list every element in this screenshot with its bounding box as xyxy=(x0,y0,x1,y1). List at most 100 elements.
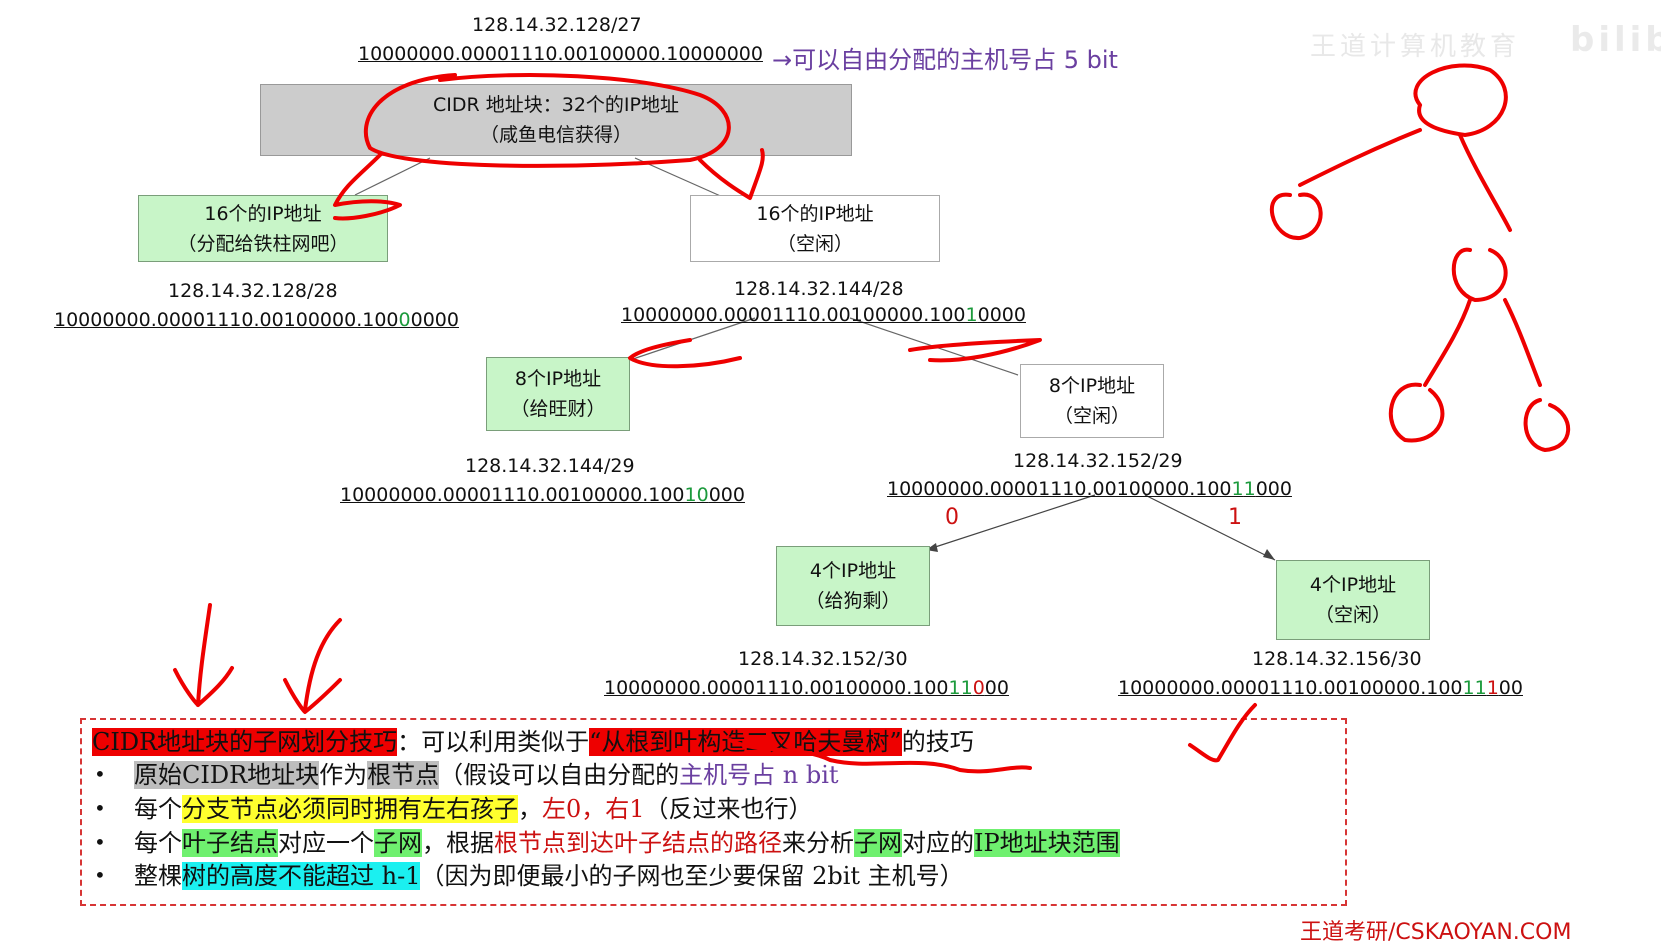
doodle-root-circle xyxy=(1413,63,1508,137)
l3-left-binary-c: 00 xyxy=(984,677,1009,699)
root-binary-prefix: 10000000.00001110.00100000.100 xyxy=(358,43,703,65)
rule-3-mid2: ，根据 xyxy=(422,829,494,857)
left-edge-stroke xyxy=(333,153,402,221)
rule-2-pre: 每个 xyxy=(134,795,182,823)
l2-right-binary-c: 000 xyxy=(1255,478,1292,500)
l1-left-binary-a: 10000000.00001110.00100000.100 xyxy=(54,309,399,331)
rule-1-rest: （假设可以自由分配的 xyxy=(439,761,680,789)
l1-left-binary: 10000000.00001110.00100000.10000000 xyxy=(54,309,459,331)
l2-left-binary-a: 10000000.00001110.00100000.100 xyxy=(340,484,685,506)
right-edge-stroke xyxy=(698,148,765,200)
l1-left-cidr: 128.14.32.128/28 xyxy=(168,280,338,302)
bilibili-logo: bilibili xyxy=(1570,20,1661,60)
l2-right-binary-bit: 1 xyxy=(1243,478,1256,500)
rules-title-mid: ：可以利用类似于 xyxy=(397,728,590,756)
l3-right-binary-b: 11 xyxy=(1462,677,1487,699)
rule-2-comma: ， xyxy=(518,795,542,823)
scribble-stroke xyxy=(728,738,1032,774)
root-node-owner: （咸鱼电信获得） xyxy=(479,124,632,146)
l2-left-node: 8个IP地址 （给旺财） xyxy=(486,357,630,431)
root-circle-stroke xyxy=(363,73,731,168)
l2-right-owner: （空闲） xyxy=(1053,405,1130,427)
rules-title-end: 的技巧 xyxy=(901,728,974,756)
root-node-title: CIDR 地址块：32个的IP地址 xyxy=(433,94,679,116)
root-host-note: →可以自由分配的主机号占 5 bit xyxy=(772,46,1118,74)
l2-left-binary-bit: 0 xyxy=(696,484,709,506)
doodle-mid-circle xyxy=(1451,247,1508,302)
doodle-left-branch xyxy=(1298,128,1422,187)
l2-left-binary-b: 1 xyxy=(684,484,697,506)
arrowhead-l2-right xyxy=(1263,549,1275,560)
down-arrow-2-stroke xyxy=(283,618,342,714)
l3-right-node: 4个IP地址 （空闲） xyxy=(1276,560,1430,640)
l1-right-binary: 10000000.00001110.00100000.10010000 xyxy=(621,304,1026,326)
rule-1: 原始CIDR地址块作为根节点（假设可以自由分配的主机号占 n bit xyxy=(134,758,839,792)
l3-left-binary-bit: 0 xyxy=(972,677,985,699)
l2-right-count: 8个IP地址 xyxy=(1048,375,1136,397)
rule-4-pre: 整棵 xyxy=(134,862,182,890)
rule-3-hl2: 子网 xyxy=(374,829,422,857)
l1-right-owner: （空闲） xyxy=(776,232,853,255)
rules-title-highlight: CIDR地址块的子网划分技巧 xyxy=(92,728,398,756)
l3-right-binary-c: 00 xyxy=(1498,677,1523,699)
doodle-trunk xyxy=(1458,133,1512,232)
rule-1-hl2: 根节点 xyxy=(367,761,440,789)
l2-right-binary: 10000000.00001110.00100000.10011000 xyxy=(887,478,1292,500)
root-binary-host: 00000 xyxy=(702,43,763,65)
l3-right-binary: 10000000.00001110.00100000.10011100 xyxy=(1118,677,1523,699)
l1-right-count: 16个的IP地址 xyxy=(756,202,874,225)
l3-right-binary-a: 10000000.00001110.00100000.100 xyxy=(1118,677,1463,699)
rule-3-hl1: 叶子结点 xyxy=(182,829,278,857)
rule-2-hl: 分支节点必须同时拥有左右孩子 xyxy=(182,795,518,823)
l2-left-binary: 10000000.00001110.00100000.10010000 xyxy=(340,484,745,506)
l2-left-cidr: 128.14.32.144/29 xyxy=(465,455,635,477)
rule-2-rest: （反过来也行） xyxy=(644,795,813,823)
rule-3: 每个叶子结点对应一个子网，根据根节点到达叶子结点的路径来分析子网对应的IP地址块… xyxy=(134,826,1120,860)
root-binary: 10000000.00001110.00100000.10000000 xyxy=(358,43,763,65)
edge-l2-left xyxy=(925,494,1096,551)
l2-left-edge-stroke xyxy=(628,338,742,369)
rule-3-mid3: 来分析 xyxy=(782,829,854,857)
bullet-dot-1: • xyxy=(94,762,106,786)
l3-left-node: 4个IP地址 （给狗剩） xyxy=(776,546,930,626)
rule-1-mid: 作为 xyxy=(319,761,368,789)
doodle-leaf-right xyxy=(1523,398,1571,452)
l3-left-cidr: 128.14.32.152/30 xyxy=(738,648,908,670)
l2-left-count: 8个IP地址 xyxy=(514,368,602,390)
rule-3-hl4: IP地址块范围 xyxy=(974,829,1120,857)
l2-right-binary-a: 10000000.00001110.00100000.100 xyxy=(887,478,1232,500)
bullet-dot-3: • xyxy=(94,830,106,854)
l1-right-node: 16个的IP地址 （空闲） xyxy=(690,195,940,262)
edge-root-left xyxy=(354,157,431,196)
rule-4-hl: 树的高度不能超过 h-1 xyxy=(182,862,421,890)
rule-4-rest: （因为即便最小的子网也至少要保留 2bit 主机号） xyxy=(420,862,964,890)
l1-left-node: 16个的IP地址 （分配给铁柱网吧） xyxy=(138,195,388,262)
doodle-mid-left-branch xyxy=(1423,298,1472,387)
l1-left-count: 16个的IP地址 xyxy=(204,202,322,225)
l3-right-binary-bit: 1 xyxy=(1486,677,1499,699)
l3-right-owner: （空闲） xyxy=(1314,604,1391,626)
l1-left-binary-c: 0000 xyxy=(410,309,459,331)
checkmark-stroke xyxy=(1188,703,1257,763)
rule-3-hl3: 子网 xyxy=(854,829,902,857)
doodle-mid-right-branch xyxy=(1503,298,1542,387)
l1-right-binary-bit: 1 xyxy=(965,304,978,326)
edge-l1-left xyxy=(629,317,756,361)
rule-3-mid4: 对应的 xyxy=(902,829,974,857)
l3-left-owner: （给狗剩） xyxy=(805,590,901,612)
rules-title: CIDR地址块的子网划分技巧：可以利用类似于“从根到叶构造二叉哈夫曼树”的技巧 xyxy=(92,725,974,759)
l1-left-owner: （分配给铁柱网吧） xyxy=(177,232,349,255)
l3-left-binary: 10000000.00001110.00100000.10011000 xyxy=(604,677,1009,699)
l2-right-cidr: 128.14.32.152/29 xyxy=(1013,450,1183,472)
rule-4: 整棵树的高度不能超过 h-1（因为即便最小的子网也至少要保留 2bit 主机号） xyxy=(134,859,964,893)
rule-3-red: 根节点到达叶子结点的路径 xyxy=(494,829,782,857)
edge-l2-right xyxy=(1144,494,1276,561)
l3-left-binary-a: 10000000.00001110.00100000.100 xyxy=(604,677,949,699)
down-arrow-1-stroke xyxy=(173,603,234,707)
l1-left-binary-bit: 0 xyxy=(398,309,411,331)
root-cidr: 128.14.32.128/27 xyxy=(472,14,642,36)
l3-right-cidr: 128.14.32.156/30 xyxy=(1252,648,1422,670)
rules-panel: CIDR地址块的子网划分技巧：可以利用类似于“从根到叶构造二叉哈夫曼树”的技巧 … xyxy=(80,718,1347,906)
root-node: CIDR 地址块：32个的IP地址 （咸鱼电信获得） xyxy=(260,84,852,156)
